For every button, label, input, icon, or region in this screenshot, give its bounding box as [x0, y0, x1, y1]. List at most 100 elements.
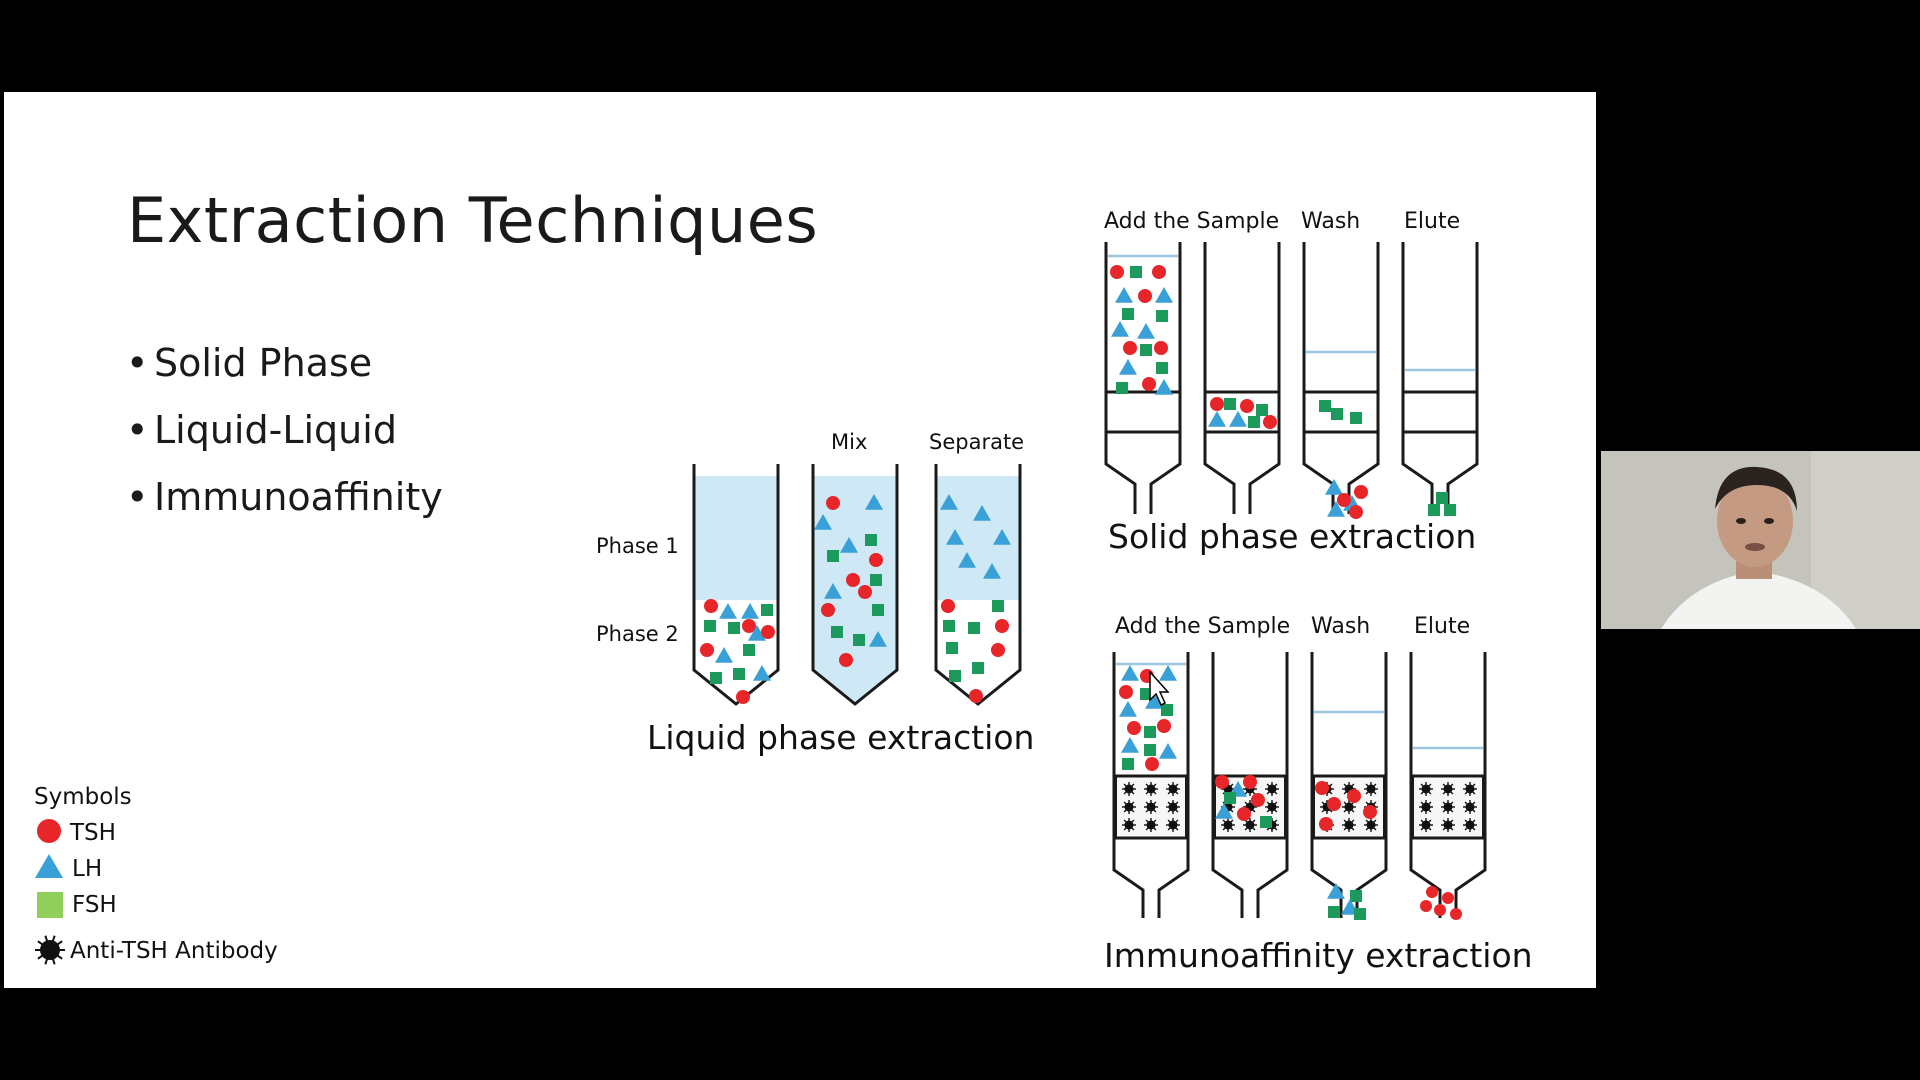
- legend-title: Symbols: [34, 784, 132, 810]
- tsh-circle-icon: [1426, 886, 1438, 898]
- antibody-spike: [1329, 809, 1333, 813]
- fsh-square-icon: [761, 604, 773, 616]
- antibody-spike: [1373, 827, 1377, 831]
- lh-triangle-icon: [840, 537, 858, 553]
- antibody-spike: [1343, 819, 1347, 823]
- lh-triangle-icon: [1208, 411, 1226, 427]
- antibody-spike: [1252, 791, 1256, 795]
- antibody-icon: [1421, 820, 1431, 830]
- lh-triangle-icon: [993, 529, 1011, 545]
- antibody-icon: [1344, 802, 1354, 812]
- test-tube: [811, 464, 899, 706]
- lh-triangle-icon: [869, 631, 887, 647]
- fsh-square-icon: [1350, 890, 1362, 902]
- antibody-spike: [1131, 809, 1135, 813]
- antibody-spike: [1464, 783, 1468, 787]
- lh-triangle-icon: [973, 505, 991, 521]
- lh-triangle-icon: [1121, 737, 1139, 753]
- legend-antibody-spike: [51, 935, 56, 942]
- spe-elute-label: Elute: [1404, 209, 1461, 234]
- fsh-square-icon: [1224, 792, 1236, 804]
- antibody-spike: [1321, 809, 1325, 813]
- fsh-square-icon: [831, 626, 843, 638]
- iae-column: [1112, 652, 1190, 918]
- lh-triangle-icon: [983, 563, 1001, 579]
- lh-triangle-icon: [1159, 665, 1177, 681]
- antibody-spike: [1123, 809, 1127, 813]
- antibody-spike: [1329, 783, 1333, 787]
- antibody-icon: [1421, 802, 1431, 812]
- antibody-spike: [1365, 791, 1369, 795]
- tsh-circle-icon: [1142, 377, 1156, 391]
- antibody-spike: [1252, 819, 1256, 823]
- iae-wash-label: Wash: [1311, 614, 1371, 639]
- legend-antibody-spike: [37, 940, 44, 946]
- tsh-circle-icon: [1251, 793, 1265, 807]
- lh-triangle-icon: [719, 603, 737, 619]
- tsh-circle-icon: [1127, 721, 1141, 735]
- fsh-square-icon: [853, 634, 865, 646]
- antibody-spike: [1145, 801, 1149, 805]
- lh-triangle-icon: [748, 625, 766, 641]
- legend-fsh-icon: [37, 892, 63, 918]
- lh-triangle-icon: [824, 583, 842, 599]
- tsh-circle-icon: [1327, 797, 1341, 811]
- antibody-spike: [1123, 783, 1127, 787]
- fsh-square-icon: [1350, 412, 1362, 424]
- tsh-circle-icon: [995, 619, 1009, 633]
- antibody-spike: [1145, 819, 1149, 823]
- antibody-spike: [1351, 809, 1355, 813]
- fsh-square-icon: [1156, 362, 1168, 374]
- fsh-square-icon: [1248, 416, 1260, 428]
- antibody-spike: [1175, 801, 1179, 805]
- lh-triangle-icon: [1155, 287, 1173, 303]
- antibody-spike: [1442, 791, 1446, 795]
- legend-antibody-spike: [44, 958, 49, 965]
- tsh-circle-icon: [742, 619, 756, 633]
- antibody-icon: [1465, 802, 1475, 812]
- tsh-circle-icon: [1152, 265, 1166, 279]
- fsh-square-icon: [1319, 400, 1331, 412]
- antibody-spike: [1175, 809, 1179, 813]
- tsh-circle-icon: [1110, 265, 1124, 279]
- antibody-spike: [1428, 783, 1432, 787]
- legend-antibody-spike: [44, 935, 49, 942]
- antibody-spike: [1274, 809, 1278, 813]
- tsh-circle-icon: [1215, 775, 1229, 789]
- antibody-icon: [1267, 802, 1277, 812]
- fsh-square-icon: [1144, 744, 1156, 756]
- antibody-spike: [1266, 827, 1270, 831]
- tsh-circle-icon: [736, 690, 750, 704]
- spe-wash-label: Wash: [1301, 209, 1361, 234]
- antibody-icon: [1366, 820, 1376, 830]
- legend-lh-icon: [35, 854, 63, 878]
- tsh-circle-icon: [1319, 817, 1333, 831]
- antibody-spike: [1230, 783, 1234, 787]
- antibody-spike: [1472, 819, 1476, 823]
- fsh-square-icon: [1224, 398, 1236, 410]
- antibody-spike: [1274, 783, 1278, 787]
- lh-triangle-icon: [958, 552, 976, 568]
- tsh-circle-icon: [1240, 399, 1254, 413]
- lh-triangle-icon: [1327, 501, 1345, 517]
- tsh-circle-icon: [761, 625, 775, 639]
- antibody-spike: [1373, 819, 1377, 823]
- antibody-spike: [1175, 783, 1179, 787]
- antibody-icon: [1168, 784, 1178, 794]
- antibody-spike: [1464, 809, 1468, 813]
- spe-column: [1104, 242, 1182, 514]
- legend-fsh-label: FSH: [72, 892, 117, 918]
- fsh-square-icon: [728, 622, 740, 634]
- webcam-video: [1601, 451, 1920, 629]
- antibody-spike: [1131, 801, 1135, 805]
- antibody-spike: [1343, 801, 1347, 805]
- lh-triangle-icon: [1111, 321, 1129, 337]
- antibody-spike: [1442, 827, 1446, 831]
- tsh-circle-icon: [1243, 775, 1257, 789]
- antibody-spike: [1274, 801, 1278, 805]
- fsh-square-icon: [968, 622, 980, 634]
- antibody-spike: [1244, 791, 1248, 795]
- bullet-item: •Solid Phase: [126, 341, 373, 385]
- tsh-circle-icon: [1420, 900, 1432, 912]
- presentation-slide: Extraction Techniques •Solid Phase •Liqu…: [4, 92, 1596, 988]
